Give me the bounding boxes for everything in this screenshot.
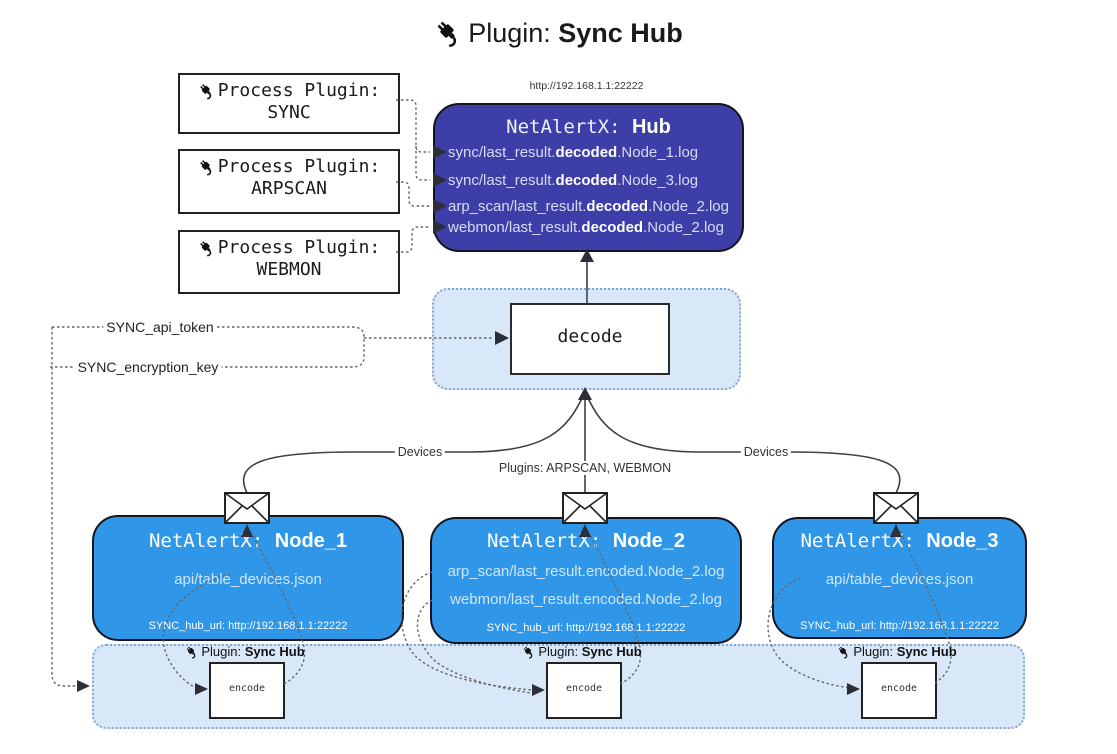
encode-box-node1: encode bbox=[209, 662, 285, 719]
process-plugin-box-arpscan: Process Plugin: ARPSCAN bbox=[178, 149, 400, 214]
node2-title: NetAlertX: Node_2 bbox=[486, 530, 686, 552]
connector-config-to-panel bbox=[51, 327, 76, 687]
plug-icon bbox=[198, 239, 216, 257]
node2-file: arp_scan/last_result.encoded.Node_2.log bbox=[447, 563, 725, 580]
hub-log-line: webmon/last_result.decoded.Node_2.log bbox=[448, 219, 724, 236]
page-title: Plugin: Sync Hub bbox=[0, 18, 1117, 49]
plug-icon bbox=[522, 645, 536, 659]
hub-url-label: http://192.168.1.1:22222 bbox=[529, 80, 644, 92]
edge-label-plugins: Plugins: ARPSCAN, WEBMON bbox=[495, 461, 675, 475]
decode-box: decode bbox=[510, 303, 670, 375]
hub-log-line: arp_scan/last_result.decoded.Node_2.log bbox=[448, 198, 729, 215]
connector-arpscan-to-hub bbox=[396, 181, 430, 207]
node1-title: NetAlertX: Node_1 bbox=[148, 530, 348, 552]
title-bold: Sync Hub bbox=[558, 18, 683, 48]
node3-hub-url: SYNC_hub_url: http://192.168.1.1:22222 bbox=[800, 620, 999, 632]
encode-box-node2: encode bbox=[546, 662, 622, 719]
connector-sync-to-hub1 bbox=[396, 99, 430, 153]
sync-encryption-key-label: SYNC_encryption_key bbox=[74, 359, 222, 375]
plug-icon bbox=[434, 18, 464, 48]
connector-sync-to-hub2 bbox=[415, 146, 430, 181]
node2-hub-url: SYNC_hub_url: http://192.168.1.1:22222 bbox=[486, 622, 686, 634]
encode-box-node3: encode bbox=[861, 662, 937, 719]
plugin-sync-hub-label: Plugin: Sync Hub bbox=[502, 644, 662, 659]
node1-hub-url: SYNC_hub_url: http://192.168.1.1:22222 bbox=[148, 620, 348, 632]
sync-api-token-label: SYNC_api_token bbox=[103, 319, 217, 335]
node3-box: NetAlertX: Node_3 api/table_devices.json… bbox=[772, 517, 1027, 639]
title-prefix: Plugin: bbox=[468, 18, 559, 48]
process-plugin-label: Process Plugin: bbox=[217, 237, 381, 258]
hub-log-line: sync/last_result.decoded.Node_3.log bbox=[448, 172, 699, 189]
plug-icon bbox=[198, 158, 216, 176]
plug-icon bbox=[837, 645, 851, 659]
hub-log-line: sync/last_result.decoded.Node_1.log bbox=[448, 144, 699, 161]
node1-box: NetAlertX: Node_1 api/table_devices.json… bbox=[92, 515, 404, 641]
process-plugin-label: Process Plugin: bbox=[217, 80, 381, 101]
process-plugin-name: SYNC bbox=[267, 102, 311, 123]
process-plugin-label: Process Plugin: bbox=[217, 156, 381, 177]
node3-title: NetAlertX: Node_3 bbox=[800, 530, 999, 552]
hub-box: NetAlertX: Hub sync/last_result.decoded.… bbox=[433, 103, 744, 252]
node2-file: webmon/last_result.encoded.Node_2.log bbox=[450, 591, 722, 608]
plug-icon bbox=[198, 82, 216, 100]
node3-file: api/table_devices.json bbox=[825, 571, 974, 588]
node2-box: NetAlertX: Node_2 arp_scan/last_result.e… bbox=[430, 517, 742, 644]
process-plugin-name: WEBMON bbox=[256, 259, 322, 280]
plug-icon bbox=[185, 645, 199, 659]
process-plugin-name: ARPSCAN bbox=[251, 178, 327, 199]
hub-title: NetAlertX: Hub bbox=[506, 116, 671, 138]
plugin-sync-hub-label: Plugin: Sync Hub bbox=[817, 644, 977, 659]
connector-webmon-to-hub bbox=[396, 226, 430, 253]
arrow-into-panel bbox=[77, 680, 90, 692]
node1-file: api/table_devices.json bbox=[174, 571, 322, 588]
process-plugin-box-sync: Process Plugin: SYNC bbox=[178, 73, 400, 134]
process-plugin-box-webmon: Process Plugin: WEBMON bbox=[178, 230, 400, 294]
edge-label-devices-right: Devices bbox=[740, 445, 792, 459]
plugin-sync-hub-label: Plugin: Sync Hub bbox=[165, 644, 325, 659]
edge-label-devices-left: Devices bbox=[394, 445, 446, 459]
